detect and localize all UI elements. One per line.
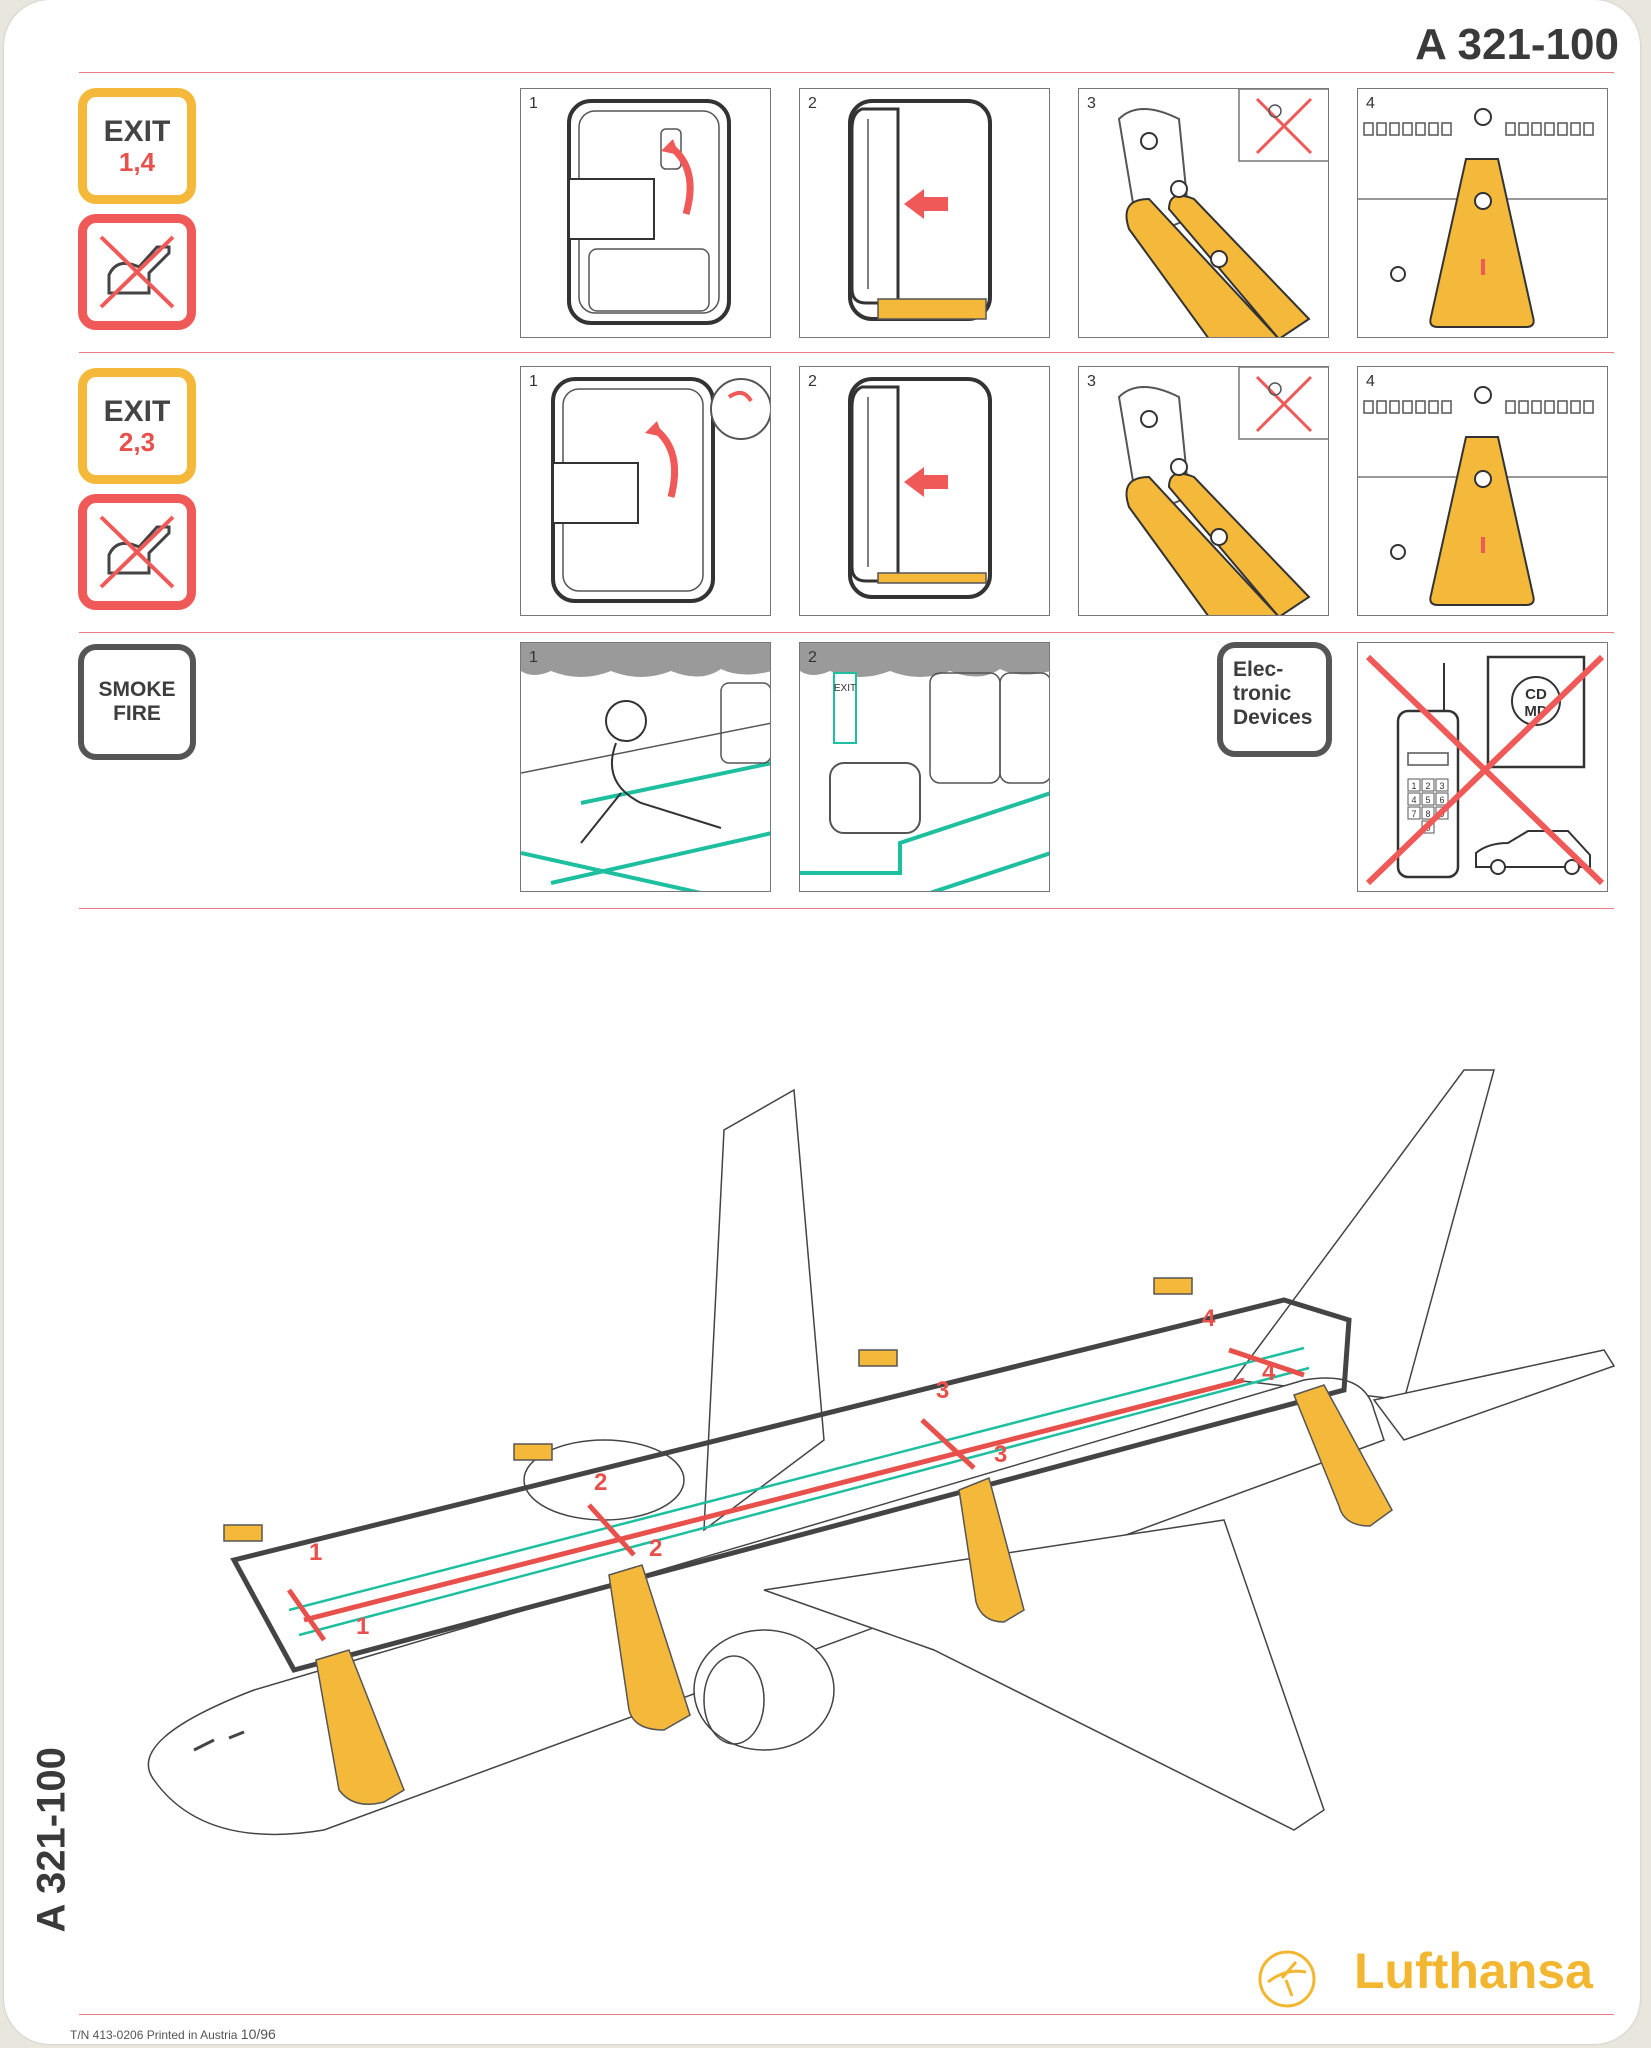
lufthansa-crane-logo	[1258, 1950, 1316, 2008]
page-title: A 321-100	[1415, 20, 1619, 69]
exit-step-panel: 2	[799, 88, 1050, 338]
smoke-label: SMOKE	[98, 678, 176, 701]
key-3: 3	[1439, 781, 1444, 791]
exit-number-label: 1	[356, 1613, 369, 1640]
exit-label: EXIT	[103, 115, 171, 148]
exit-step-panel: 1	[520, 88, 771, 338]
electronic-label-2: tronic	[1233, 682, 1292, 705]
print-code: T/N 413-0206 Printed in Austria	[70, 2028, 238, 2042]
step-number: 1	[529, 649, 538, 666]
exit-step-panel: 2	[799, 366, 1050, 616]
door-push-illustration	[848, 377, 992, 599]
divider	[79, 2014, 1614, 2015]
key-4: 4	[1411, 795, 1416, 805]
key-1: 1	[1411, 781, 1416, 791]
crawl-low-illustration	[521, 643, 770, 891]
smoke-fire-badge: SMOKE FIRE	[78, 644, 196, 760]
print-date: 10/96	[240, 2026, 276, 2042]
smoke-step-panel: EXIT 2	[799, 642, 1050, 892]
step-number: 2	[808, 649, 817, 666]
key-5: 5	[1425, 795, 1430, 805]
no-high-heels-badge	[78, 214, 196, 330]
step-number: 3	[1087, 95, 1096, 112]
exit-number-label: 2	[649, 1535, 662, 1562]
aircraft-evacuation-diagram: 1 1 2 2 3 3 4 4	[147, 1069, 1616, 1836]
exit-number-label: 3	[994, 1441, 1007, 1468]
exit-step-panel: 4	[1357, 88, 1608, 338]
exit-sign-text: EXIT	[834, 683, 856, 694]
no-electronics-panel: 1 2 3 4 5 6 7 8 9 0 CD MD	[1357, 642, 1608, 892]
electronic-label-1: Elec-	[1233, 658, 1284, 681]
exit-badge-1-4: EXIT 1,4	[78, 88, 196, 204]
door-push-illustration	[848, 99, 992, 321]
step-number: 1	[529, 95, 538, 112]
exit-number-label: 2	[594, 1469, 607, 1496]
slide-exit-illustration	[1358, 108, 1607, 328]
exit-badge-2-3: EXIT 2,3	[78, 368, 196, 484]
exit-number-label: 3	[936, 1377, 949, 1404]
divider	[79, 908, 1614, 909]
divider	[79, 632, 1614, 633]
slide-jump-illustration	[1117, 367, 1328, 615]
exit-step-panel: 3	[1078, 88, 1329, 338]
door-open-illustration	[551, 377, 770, 603]
print-info: T/N 413-0206 Printed in Austria 10/96	[70, 2026, 276, 2042]
cd-label: CD	[1525, 686, 1547, 703]
step-number: 2	[808, 373, 817, 390]
no-high-heels-badge	[78, 494, 196, 610]
step-number: 4	[1366, 95, 1375, 112]
electronic-label-3: Devices	[1233, 706, 1313, 729]
key-7: 7	[1411, 809, 1416, 819]
exit-number-label: 4	[1262, 1359, 1276, 1386]
step-number: 2	[808, 95, 817, 112]
exit-step-panel: 1	[520, 366, 771, 616]
no-electronics-illustration: 1 2 3 4 5 6 7 8 9 0 CD MD	[1365, 654, 1605, 886]
exit-label: EXIT	[103, 395, 171, 428]
step-number: 3	[1087, 373, 1096, 390]
exit-step-panel: 3	[1078, 366, 1329, 616]
slide-jump-illustration	[1117, 89, 1328, 337]
key-6: 6	[1439, 795, 1444, 805]
floor-lighting-illustration: EXIT	[800, 643, 1049, 891]
smoke-step-panel: 1	[520, 642, 771, 892]
slide-exit-illustration	[1358, 386, 1607, 606]
door-open-illustration	[567, 99, 731, 325]
safety-card: A 321-100 EXIT 1,4 EXIT 2,3 SMOKE FIRE E…	[4, 0, 1640, 2044]
step-number: 1	[529, 373, 538, 390]
side-title: A 321-100	[29, 1747, 74, 1933]
exit-number-label: 1	[309, 1539, 322, 1566]
divider	[79, 72, 1614, 73]
key-8: 8	[1425, 809, 1430, 819]
key-2: 2	[1425, 781, 1430, 791]
exit-step-panel: 4	[1357, 366, 1608, 616]
step-number: 4	[1366, 373, 1375, 390]
fire-label: FIRE	[113, 702, 161, 725]
exit-numbers: 2,3	[118, 427, 156, 457]
electronic-devices-badge: Elec- tronic Devices	[1217, 642, 1332, 757]
no-high-heels-icon	[99, 515, 175, 589]
exit-numbers: 1,4	[118, 147, 156, 177]
exit-number-label: 4	[1202, 1305, 1216, 1332]
brand-name: Lufthansa	[1354, 1943, 1593, 1999]
no-high-heels-icon	[99, 235, 175, 309]
divider	[79, 352, 1614, 353]
